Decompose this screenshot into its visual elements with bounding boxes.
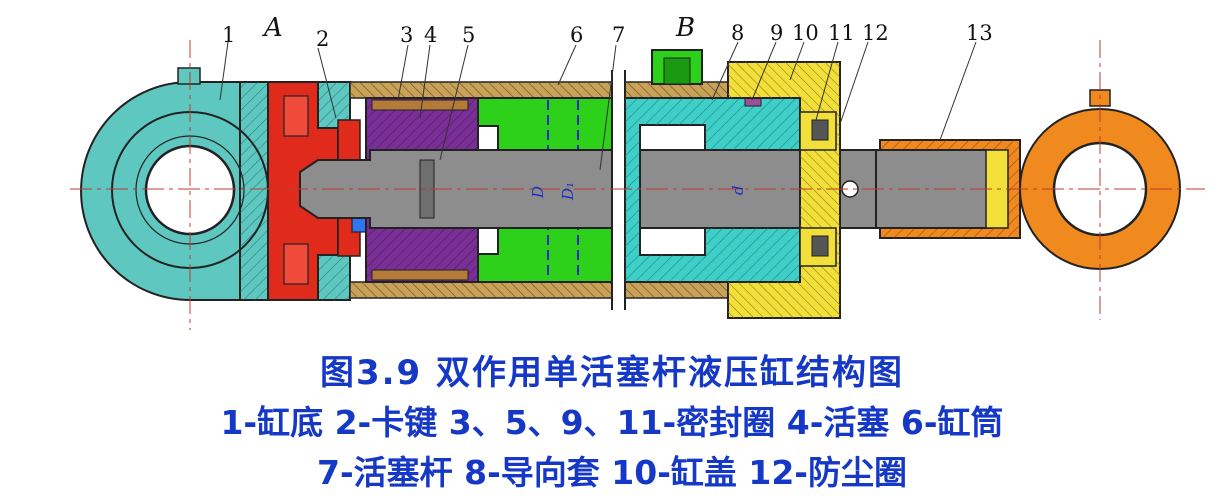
part-number-11: 11: [828, 21, 855, 45]
part-number-9: 9: [770, 21, 783, 45]
part-number-12: 12: [862, 21, 889, 45]
part-number-4: 4: [424, 23, 437, 47]
part-number-5: 5: [462, 23, 475, 47]
legend-line-1: 1-缸底 2-卡键 3、5、9、11-密封圈 4-活塞 6-缸筒: [220, 403, 1004, 442]
part-number-13: 13: [966, 21, 993, 45]
part-number-7: 7: [612, 23, 625, 47]
cylinder-cover: [727, 61, 841, 319]
part-number-6: 6: [570, 23, 583, 47]
part-number-1: 1: [222, 23, 235, 47]
part-number-10: 10: [792, 21, 819, 45]
part-number-2: 2: [316, 27, 329, 51]
port-b-fitting: [651, 49, 703, 85]
part-number-8: 8: [731, 21, 744, 45]
dimension-label-D: D: [529, 186, 547, 199]
dimension-label-D1: D₁: [559, 182, 577, 201]
legend-line-2: 7-活塞杆 8-导向套 10-缸盖 12-防尘圈: [316, 453, 908, 492]
dimension-label-d: d: [729, 185, 747, 195]
port-label-a: A: [262, 13, 283, 43]
figure-title: 图3.9 双作用单活塞杆液压缸结构图: [319, 353, 905, 393]
part-number-3: 3: [400, 23, 413, 47]
leader-lines: [219, 41, 977, 171]
hydraulic-cylinder-drawing: D D₁ d 1 A 2 3 4 5 6 7 B 8 9 10 11 12 13: [70, 13, 1205, 330]
rod-end: [875, 89, 1181, 270]
barrel-wall: [349, 81, 736, 299]
port-label-b: B: [675, 13, 695, 43]
